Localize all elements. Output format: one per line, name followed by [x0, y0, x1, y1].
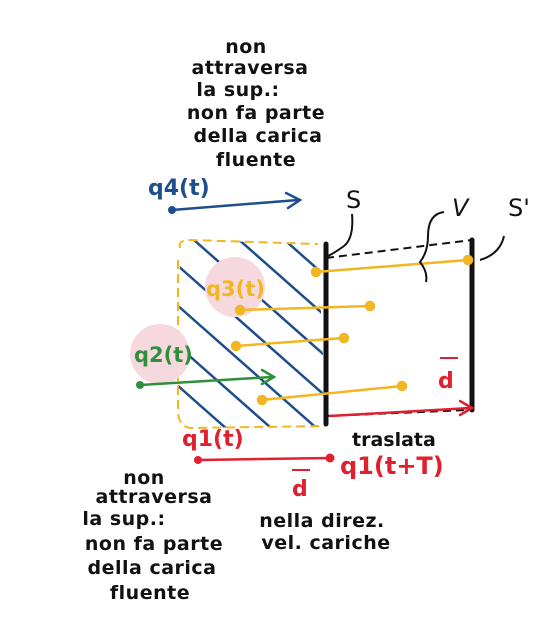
- q1-arrow: [196, 456, 332, 462]
- charge-q1: q1(t) q1(t+T): [182, 427, 444, 480]
- top-note-line-2: attraversa: [192, 57, 309, 79]
- d-right-arrowhead: [458, 399, 475, 417]
- q1-label: q1(t): [182, 427, 244, 452]
- top-note-line-4: non fa parte: [187, 102, 325, 124]
- q3-highlight: [205, 257, 265, 317]
- bottom-note-line-4: non fa parte: [85, 533, 223, 555]
- label-V: V: [452, 194, 470, 222]
- top-note-line-5: della carica: [194, 125, 323, 147]
- d-bottom-label: d: [292, 477, 308, 502]
- charge-q4: q4(t): [148, 176, 303, 214]
- bottom-note-line-1: non: [123, 467, 165, 489]
- q2-arrow: [138, 375, 274, 387]
- q3-label: q3(t): [206, 277, 265, 301]
- V-pointer: [418, 211, 445, 283]
- bottom-note: non attraversa la sup.: non fa parte del…: [82, 467, 223, 604]
- volume-top-edge: [325, 239, 473, 259]
- bottom-note-line-5: della carica: [88, 557, 217, 579]
- top-note-line-6: fluente: [216, 149, 296, 171]
- charge-q2: q2(t): [134, 343, 277, 389]
- S-prime-pointer: [479, 235, 505, 261]
- orange-charges: [230, 254, 474, 406]
- label-S: S: [346, 186, 361, 214]
- S-pointer: [327, 213, 354, 257]
- q4-arrowhead: [284, 191, 303, 210]
- q4-arrow: [170, 198, 300, 212]
- label-S-prime: S': [508, 194, 530, 222]
- displacement-right: d: [328, 357, 475, 418]
- region-boundary: [177, 238, 327, 430]
- q2-label: q2(t): [134, 343, 193, 367]
- direction-line-1: nella direz.: [259, 510, 385, 532]
- q1-shift-point: [325, 453, 335, 463]
- d-right-label: d: [438, 369, 454, 394]
- q4-label: q4(t): [148, 176, 210, 201]
- q2-highlight: [130, 324, 190, 384]
- top-note-line-3: la sup.:: [196, 79, 279, 101]
- top-note: non attraversa la sup.: non fa parte del…: [187, 36, 325, 171]
- d-right-arrow: [328, 406, 472, 418]
- traslata-label: traslata: [352, 429, 436, 451]
- q2-arrowhead: [260, 368, 277, 386]
- bottom-note-line-6: fluente: [110, 582, 190, 604]
- direction-line-2: vel. cariche: [261, 532, 390, 554]
- bottom-note-line-2: attraversa: [96, 486, 213, 508]
- bottom-note-line-3: la sup.:: [82, 508, 165, 530]
- q1-shift-label: q1(t+T): [340, 452, 444, 480]
- top-note-line-1: non: [225, 36, 267, 58]
- displacement-bottom: d: [292, 469, 310, 502]
